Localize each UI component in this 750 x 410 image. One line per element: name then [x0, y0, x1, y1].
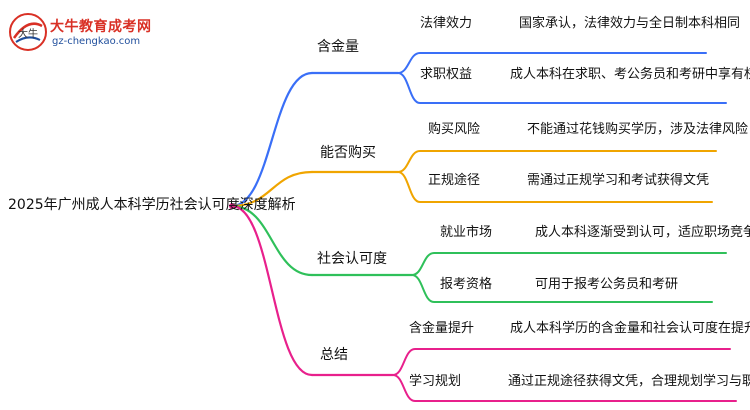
leaf-description: 成人本科逐渐受到认可，适应职场竞争	[535, 225, 750, 240]
root-connector-dot	[229, 203, 235, 209]
root-to-branch-connector	[230, 204, 314, 277]
leaf-label: 报考资格	[440, 277, 493, 292]
leaf-label: 购买风险	[428, 122, 481, 137]
root-topic: 2025年广州成人本科学历社会认可度深度解析	[8, 197, 296, 213]
leaf-connector	[397, 150, 717, 173]
leaf-description: 可用于报考公务员和考研	[535, 277, 679, 292]
leaf-label: 就业市场	[440, 225, 493, 240]
branch-label: 总结	[320, 347, 348, 363]
leaf-connector	[392, 374, 737, 402]
branch-label: 社会认可度	[317, 251, 387, 267]
branch-label: 能否购买	[320, 145, 376, 161]
leaf-connector	[397, 171, 713, 203]
brand-logo: 大牛 大牛教育成考网 gz-chengkao.com	[8, 12, 156, 52]
root-to-branch-connector	[230, 170, 314, 208]
root-to-branch-connector	[230, 71, 314, 208]
leaf-description: 成人本科学历的含金量和社会认可度在提升	[510, 321, 750, 336]
leaf-label: 含金量提升	[409, 321, 475, 336]
leaf-description: 国家承认，法律效力与全日制本科相同	[519, 16, 741, 31]
leaf-label: 法律效力	[420, 16, 473, 31]
leaf-label: 求职权益	[420, 67, 473, 82]
leaf-description: 需通过正规学习和考试获得文凭	[527, 173, 710, 188]
leaf-connector	[397, 52, 707, 74]
branch-label: 含金量	[317, 39, 359, 55]
leaf-connector	[411, 274, 713, 303]
leaf-label: 正规途径	[428, 173, 481, 188]
brand-mark-text: 大牛	[18, 27, 38, 40]
leaf-connector	[397, 72, 727, 104]
root-to-branch-connector	[230, 204, 314, 377]
leaf-description: 成人本科在求职、考公务员和考研中享有权益	[510, 67, 750, 82]
leaf-connector	[392, 348, 731, 376]
leaf-connector	[411, 252, 727, 276]
leaf-description: 通过正规途径获得文凭，合理规划学习与职业发展	[508, 374, 750, 389]
leaf-description: 不能通过花钱购买学历，涉及法律风险	[527, 122, 749, 137]
brand-name: 大牛教育成考网	[50, 19, 152, 35]
brand-mark-icon: 大牛	[9, 13, 47, 51]
brand-url: gz-chengkao.com	[52, 36, 141, 47]
leaf-label: 学习规划	[409, 374, 462, 389]
